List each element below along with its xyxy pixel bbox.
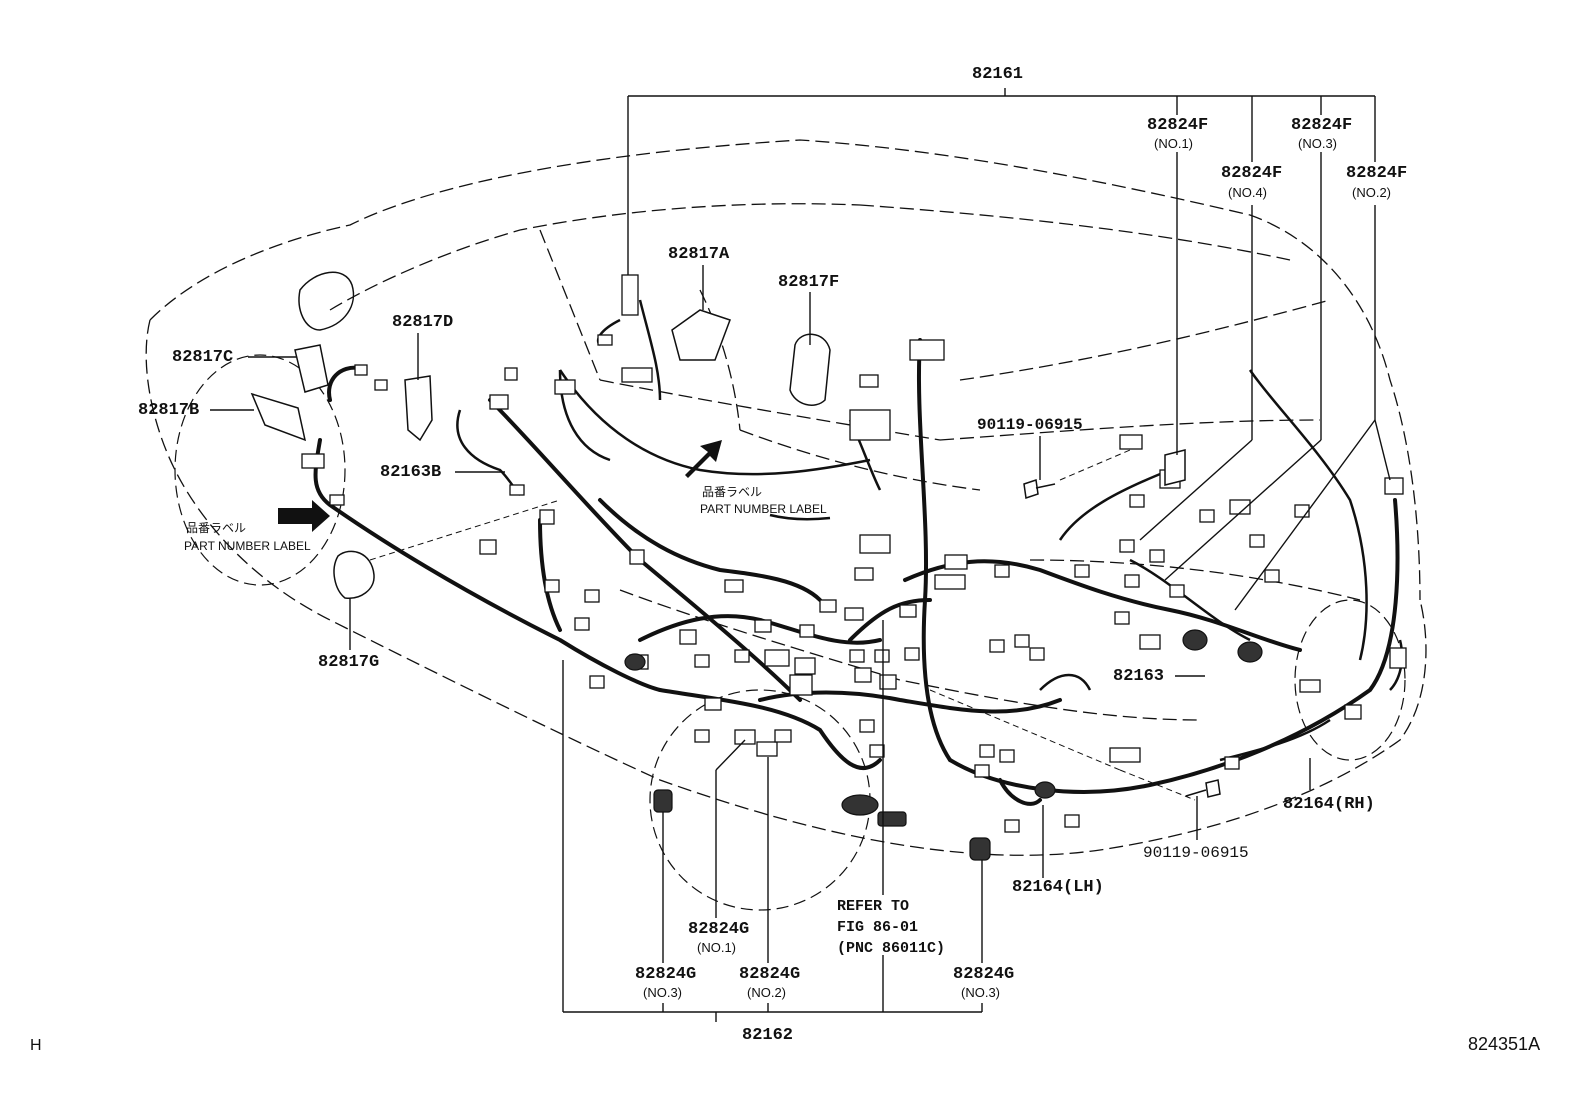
callout-82164-lh: 82164(LH) xyxy=(1012,878,1104,897)
reference-lines xyxy=(369,449,1196,801)
side-mirror xyxy=(298,271,355,331)
callout-82817g: 82817G xyxy=(318,653,380,672)
callout-82824f-no3-sub: (NO.3) xyxy=(1298,136,1337,151)
callout-82161: 82161 xyxy=(972,65,1024,84)
callout-82824f-no2: 82824F xyxy=(1346,164,1408,183)
part-number-label-center-jp: 品番ラベル xyxy=(702,485,763,499)
callout-82817d: 82817D xyxy=(392,313,454,332)
callout-82824g-no1-sub: (NO.1) xyxy=(697,940,736,955)
callout-82824g-no3-right: 82824G xyxy=(953,965,1015,984)
wire-branches xyxy=(456,299,1404,762)
corner-code-left: H xyxy=(30,1037,42,1054)
callout-82817c: 82817C xyxy=(172,348,234,367)
callout-82824f-no3: 82824F xyxy=(1291,116,1353,135)
reference-note-line2: FIG 86-01 xyxy=(837,919,919,936)
figure-code: 824351A xyxy=(1468,1034,1541,1054)
callout-82824f-no4: 82824F xyxy=(1221,164,1283,183)
callout-82824f-no1: 82824F xyxy=(1147,116,1209,135)
callout-82824f-no4-sub: (NO.4) xyxy=(1228,185,1267,200)
callout-82164-rh: 82164(RH) xyxy=(1283,795,1375,814)
brackets xyxy=(250,309,1186,599)
arrow-icons xyxy=(278,440,722,532)
callout-82824g-no3-right-sub: (NO.3) xyxy=(961,985,1000,1000)
callout-82817f: 82817F xyxy=(778,273,840,292)
callout-90119-bottom: 90119-06915 xyxy=(1143,844,1249,862)
callout-82824f-no2-sub: (NO.2) xyxy=(1352,185,1391,200)
callout-82817a: 82817A xyxy=(668,245,730,264)
callout-82817b: 82817B xyxy=(138,401,200,420)
callout-82162: 82162 xyxy=(742,1026,794,1045)
callout-82163: 82163 xyxy=(1113,667,1165,686)
leader-lines xyxy=(210,88,1391,1022)
callout-82824g-no1: 82824G xyxy=(688,920,750,939)
part-number-label-left-jp: 品番ラベル xyxy=(186,521,247,535)
bolt-icons xyxy=(1023,479,1221,798)
callout-82824g-no3-left-sub: (NO.3) xyxy=(643,985,682,1000)
grommets xyxy=(624,629,1263,861)
reference-note-line3: (PNC 86011C) xyxy=(837,940,946,957)
connectors xyxy=(301,274,1407,833)
wheel-outlines xyxy=(174,354,1406,911)
reference-note-line1: REFER TO xyxy=(837,898,910,915)
part-number-label-left-en: PART NUMBER LABEL xyxy=(184,539,311,553)
callout-82824g-no2-sub: (NO.2) xyxy=(747,985,786,1000)
car-body-outline xyxy=(145,139,1427,856)
callout-82824g-no3-left: 82824G xyxy=(635,965,697,984)
callout-90119-top: 90119-06915 xyxy=(977,416,1083,434)
part-number-label-center-en: PART NUMBER LABEL xyxy=(700,502,827,516)
callout-82824f-no1-sub: (NO.1) xyxy=(1154,136,1193,151)
callout-82163b: 82163B xyxy=(380,463,442,482)
callout-82824g-no2: 82824G xyxy=(739,965,801,984)
